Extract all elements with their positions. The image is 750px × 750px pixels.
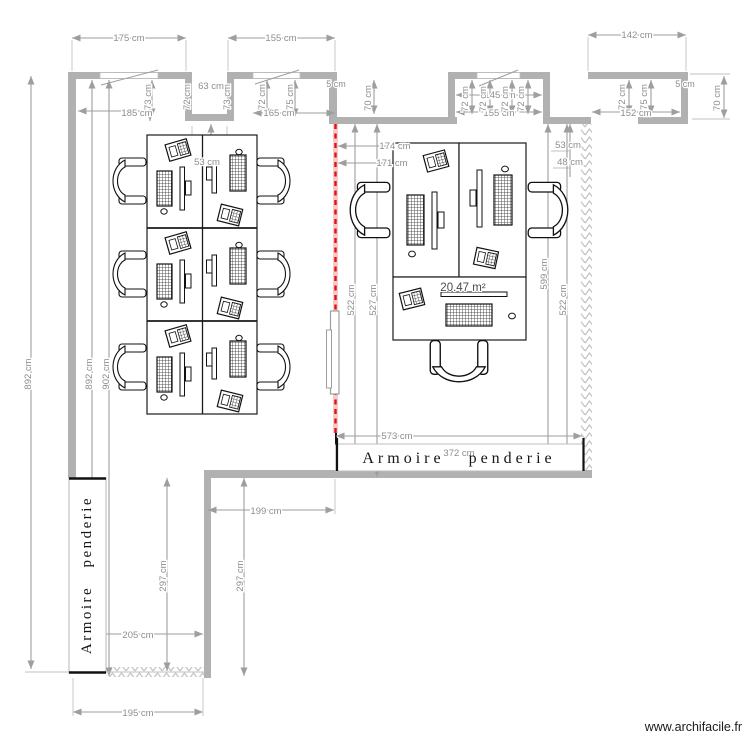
furniture[interactable] [68, 134, 585, 674]
dim-63: 63 cm [198, 81, 224, 92]
dimension-labels: 175 cm 155 cm 142 cm 63 cm 5 cm 5 cm 185… [22, 29, 725, 721]
desk-group-right-room[interactable] [392, 142, 527, 341]
dim-72-g: 72 cm [617, 84, 628, 110]
wall-segment[interactable] [448, 72, 455, 124]
dim-527: 527 cm [368, 284, 379, 315]
dim-72-c: 72 cm [460, 86, 471, 112]
dim-72-f: 72 cm [516, 86, 527, 112]
dim-297-a: 297 cm [158, 560, 169, 591]
dim-155-top: 155 cm [265, 33, 296, 44]
dim-75-b: 75 cm [639, 84, 650, 110]
dim-5-right: 5 cm [675, 79, 695, 89]
dim-152: 152 cm [620, 108, 651, 119]
dim-205: 205 cm [122, 630, 153, 641]
dim-195: 195 cm [122, 708, 153, 719]
chair[interactable] [349, 181, 391, 239]
dim-522-a: 522 cm [346, 284, 357, 315]
modified-wall[interactable] [326, 124, 340, 445]
chair[interactable] [256, 343, 291, 391]
dim-199: 199 cm [250, 506, 281, 517]
dim-522-b: 522 cm [558, 284, 569, 315]
dim-892-outer: 892 cm [23, 358, 34, 389]
wall-segment[interactable] [329, 117, 457, 124]
chair[interactable] [112, 250, 147, 298]
window-top-mid[interactable] [252, 69, 301, 85]
dim-53-right-room: 53 cm [555, 140, 581, 151]
wall-segment[interactable] [185, 72, 192, 121]
dim-73-b: 73 cm [222, 84, 233, 110]
dim-174: 174 cm [379, 141, 410, 152]
room-area-label: 20.47 m² [440, 282, 486, 294]
wardrobe-left[interactable] [68, 477, 107, 674]
wall-segment[interactable] [681, 72, 688, 124]
dim-5-left: 5 cm [326, 79, 346, 89]
dim-73-a: 73 cm [143, 84, 154, 110]
dim-297-b: 297 cm [235, 560, 246, 591]
dim-70-a: 70 cm [363, 85, 374, 111]
dim-171: 171 cm [376, 158, 407, 169]
wardrobe-left-label: Armoire penderie [79, 496, 95, 654]
chair[interactable] [112, 157, 147, 205]
dim-72-d: 72 cm [478, 86, 489, 112]
room-labels: 20.47 m² Armoire penderie Armoire pender… [79, 281, 555, 654]
dim-599: 599 cm [539, 258, 550, 289]
dim-165: 165 cm [263, 108, 294, 119]
walls[interactable] [68, 72, 688, 678]
dim-53-left-room: 53 cm [194, 157, 220, 168]
archifacile-watermark-link[interactable]: www.archifacile.fr [644, 720, 742, 734]
dim-72-e: 72 cm [500, 86, 511, 112]
zigzag-wall-right[interactable] [581, 124, 592, 470]
wall-segment[interactable] [329, 72, 337, 124]
chair[interactable] [429, 339, 489, 383]
dim-892-inner: 892 cm [84, 358, 95, 389]
wall-segment[interactable] [227, 72, 234, 121]
wardrobe-bottom-label: Armoire penderie [362, 450, 555, 467]
chair[interactable] [112, 343, 147, 391]
dimension-lines [25, 31, 730, 716]
desk-block-left-room[interactable] [146, 134, 258, 415]
dim-902: 902 cm [101, 358, 112, 389]
dim-573: 573 cm [381, 431, 412, 442]
wall-segment[interactable] [185, 114, 234, 121]
dim-48: 48 cm [557, 157, 583, 168]
window-bay[interactable] [476, 69, 521, 87]
wall-segment[interactable] [204, 470, 592, 478]
wall-segment[interactable] [543, 72, 550, 124]
dim-145: 145 cm [484, 90, 515, 101]
dim-72-a: 72 cm [182, 84, 193, 110]
dim-372: 372 cm [443, 448, 474, 459]
windows[interactable] [99, 69, 521, 87]
wardrobe-bottom[interactable] [335, 438, 585, 472]
wall-segment[interactable] [543, 117, 591, 124]
wall-segment[interactable] [204, 470, 211, 678]
wall-segment[interactable] [588, 72, 688, 79]
dim-70-b: 70 cm [712, 85, 723, 111]
door-symbol[interactable] [326, 310, 340, 395]
chair[interactable] [256, 250, 291, 298]
dim-72-b: 72 cm [257, 84, 268, 110]
dim-185: 185 cm [121, 108, 152, 119]
dim-75-a: 75 cm [285, 84, 296, 110]
wall-segment[interactable] [68, 72, 76, 478]
dim-155-bay: 155 cm [483, 108, 514, 119]
chair[interactable] [256, 157, 291, 205]
wall-segment[interactable] [638, 117, 688, 124]
dim-175: 175 cm [113, 33, 144, 44]
dim-142: 142 cm [621, 30, 652, 41]
